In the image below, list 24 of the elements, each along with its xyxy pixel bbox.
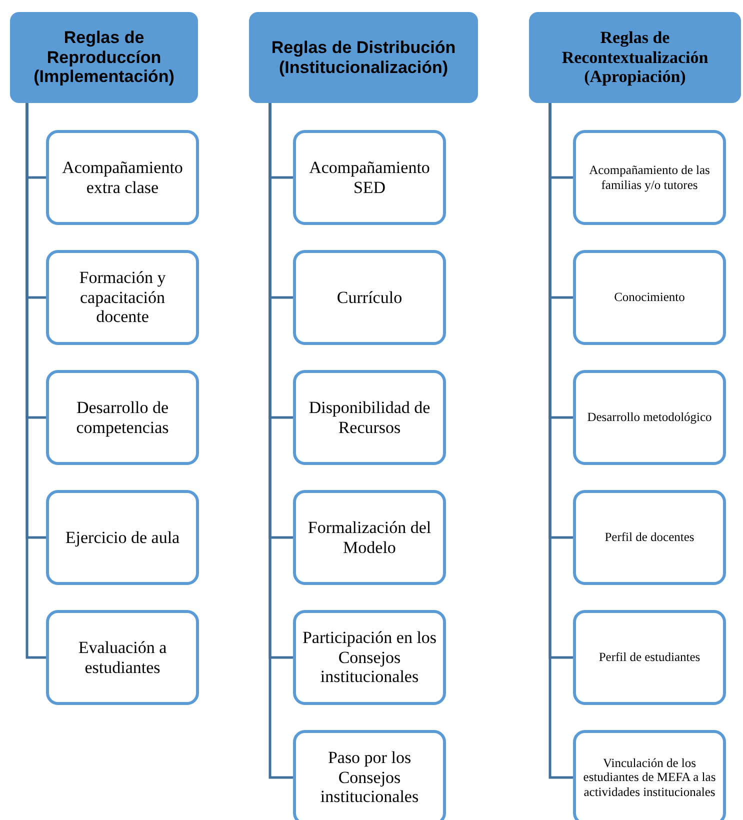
node-label: Perfil de estudiantes	[598, 650, 702, 665]
node-label: Currículo	[336, 288, 404, 308]
node-label: Formalización del Modelo	[306, 518, 432, 558]
node-label: Desarrollo de competencias	[75, 398, 170, 438]
node-label: Reglas de Distribución (Institucionalización)	[270, 38, 457, 78]
category-header-box	[249, 12, 478, 103]
node-label: Acompañamiento extra clase	[61, 158, 184, 198]
node-label: Perfil de docentes	[604, 530, 696, 545]
node-label: Desarrollo metodológico	[586, 410, 713, 425]
node-label: Formación y capacitación docente	[78, 268, 167, 327]
node-label: Conocimiento	[613, 290, 686, 305]
node-label: Reglas de Recontextualización (Apropiación)	[560, 28, 710, 87]
node-label: Disponibilidad de Recursos	[308, 398, 432, 438]
node-label: Participación en los Consejos institucionales	[301, 628, 438, 687]
category-header-box	[10, 12, 198, 103]
category-header-box	[529, 12, 741, 103]
node-label: Evaluación a estudiantes	[77, 638, 168, 678]
connector-line	[26, 103, 46, 659]
node-label: Ejercicio de aula	[64, 528, 181, 548]
node-label: Acompañamiento SED	[308, 158, 431, 198]
node-label: Vinculación de los estudiantes de MEFA a las actividades institucionales	[582, 756, 717, 800]
node-label: Reglas de Reproduccíon (Implementación)	[32, 28, 176, 87]
node-label: Paso por los Consejos institucionales	[319, 748, 420, 807]
node-label: Acompañamiento de las familias y/o tutores	[588, 163, 711, 192]
